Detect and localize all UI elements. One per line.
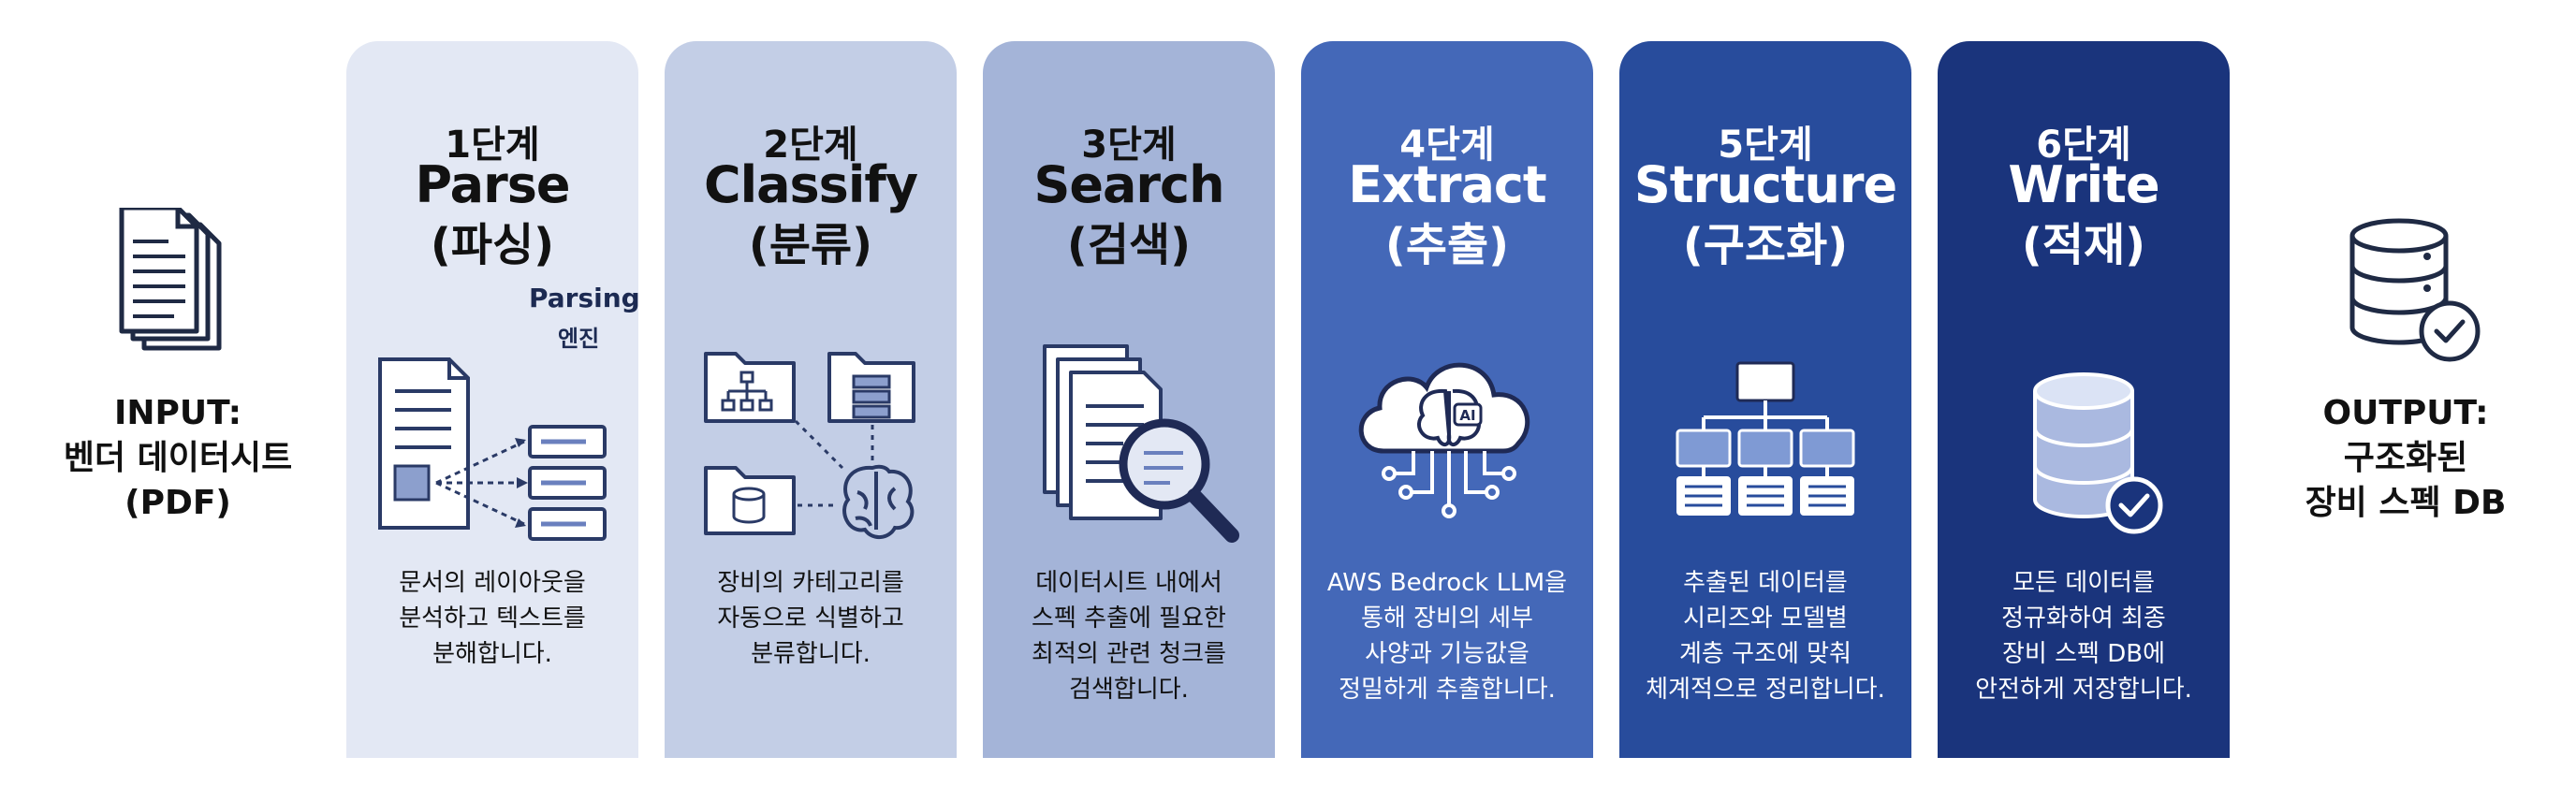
stage-number: 3단계 <box>1081 124 1177 167</box>
desc-line: 스펙 추출에 필요한 <box>1032 604 1226 633</box>
desc-line: 데이터시트 내에서 <box>1035 569 1222 597</box>
svg-text:AI: AI <box>1459 407 1475 424</box>
document-search-icon <box>1043 344 1239 543</box>
output-line2: 장비 스펙 DB <box>2305 484 2507 522</box>
stage-number: 5단계 <box>1718 124 1813 167</box>
database-write-icon <box>2033 372 2163 534</box>
stage-extract: 4단계 Extract (추출) AI AWS Bedrock LLM을 통해 … <box>1301 41 1593 758</box>
documents-icon <box>119 208 222 351</box>
output-line1: 구조화된 <box>2343 439 2468 477</box>
desc-line: 장비 스펙 DB에 <box>2002 640 2165 668</box>
input-title: INPUT: <box>113 394 242 432</box>
document-parsing-icon <box>378 357 607 541</box>
stage-write: 6단계 Write (적재) 모든 데이터를 정규화하여 최종 장비 스펙 DB… <box>1938 41 2230 758</box>
stage-search: 3단계 Search (검색) 데이터시트 내에서 스펙 추출에 필요한 최적의… <box>983 41 1275 758</box>
stage-description: 장비의 카테고리를 자동으로 식별하고 분류합니다. <box>665 565 957 672</box>
database-check-icon <box>2349 218 2481 362</box>
desc-line: 추출된 데이터를 <box>1683 569 1848 597</box>
stage-name: Structure <box>1633 155 1897 214</box>
desc-line: 분해합니다. <box>432 640 552 668</box>
stage-description: 데이터시트 내에서 스펙 추출에 필요한 최적의 관련 청크를 검색합니다. <box>983 565 1275 707</box>
output-section: OUTPUT: 구조화된 장비 스펙 DB <box>2265 0 2546 786</box>
desc-line: 안전하게 저장합니다. <box>1975 676 2192 704</box>
output-label: OUTPUT: 구조화된 장비 스펙 DB <box>2305 391 2507 526</box>
stage-structure: 5단계 Structure (구조화) <box>1619 41 1911 758</box>
stage-korean-name: (검색) <box>1066 219 1192 271</box>
stage-korean-name: (추출) <box>1384 219 1510 271</box>
stage-korean-name: (분류) <box>748 219 873 271</box>
engine-label: 엔진 <box>558 326 600 352</box>
stage-description: AWS Bedrock LLM을 통해 장비의 세부 사양과 기능값을 정밀하게… <box>1301 565 1593 707</box>
stage-korean-name: (적재) <box>2021 219 2146 271</box>
desc-line: 정규화하여 최종 <box>2001 604 2166 633</box>
stage-name: Search <box>1033 155 1224 214</box>
stage-description: 추출된 데이터를 시리즈와 모델별 계층 구조에 맞춰 체계적으로 정리합니다. <box>1619 565 1911 707</box>
desc-line: 문서의 레이아웃을 <box>399 569 586 597</box>
stage-description: 문서의 레이아웃을 분석하고 텍스트를 분해합니다. <box>346 565 638 672</box>
stage-description: 모든 데이터를 정규화하여 최종 장비 스펙 DB에 안전하게 저장합니다. <box>1938 565 2230 707</box>
desc-line: 사양과 기능값을 <box>1365 640 1530 668</box>
desc-line: 분류합니다. <box>751 640 871 668</box>
desc-line: 검색합니다. <box>1069 676 1189 704</box>
desc-line: AWS Bedrock LLM을 <box>1326 569 1568 597</box>
parsing-label: Parsing <box>529 283 640 313</box>
stage-korean-name: (구조화) <box>1682 219 1849 271</box>
desc-line: 정밀하게 추출합니다. <box>1339 676 1556 704</box>
desc-line: 시리즈와 모델별 <box>1683 604 1848 633</box>
desc-line: 장비의 카테고리를 <box>717 569 904 597</box>
desc-line: 모든 데이터를 <box>2012 569 2155 597</box>
stage-parse: 1단계 Parse (파싱) Parsing 엔진 <box>346 41 640 758</box>
input-label: INPUT: 벤더 데이터시트 (PDF) <box>64 391 292 526</box>
desc-line: 자동으로 식별하고 <box>717 604 904 633</box>
desc-line: 통해 장비의 세부 <box>1361 604 1533 633</box>
stage-name: Extract <box>1348 155 1546 214</box>
stage-number: 4단계 <box>1399 124 1495 167</box>
desc-line: 체계적으로 정리합니다. <box>1646 676 1885 704</box>
stage-korean-name: (파싱) <box>430 219 555 271</box>
stage-number: 2단계 <box>763 124 858 167</box>
stage-number: 1단계 <box>445 124 540 167</box>
input-line2: (PDF) <box>124 484 231 522</box>
input-section: INPUT: 벤더 데이터시트 (PDF) <box>56 0 300 786</box>
stage-number: 6단계 <box>2036 124 2131 167</box>
stage-name: Write <box>2008 155 2159 214</box>
output-title: OUTPUT: <box>2322 394 2489 432</box>
stage-name: Classify <box>703 155 918 214</box>
desc-line: 계층 구조에 맞춰 <box>1679 640 1852 668</box>
folders-brain-icon <box>704 352 915 539</box>
stage-name: Parse <box>415 155 571 214</box>
hierarchy-icon <box>1676 361 1855 516</box>
cloud-ai-brain-icon: AI <box>1358 362 1530 518</box>
stage-classify: 2단계 Classify (분류) <box>665 41 957 758</box>
desc-line: 분석하고 텍스트를 <box>399 604 586 633</box>
input-line1: 벤더 데이터시트 <box>63 439 293 477</box>
desc-line: 최적의 관련 청크를 <box>1032 640 1226 668</box>
